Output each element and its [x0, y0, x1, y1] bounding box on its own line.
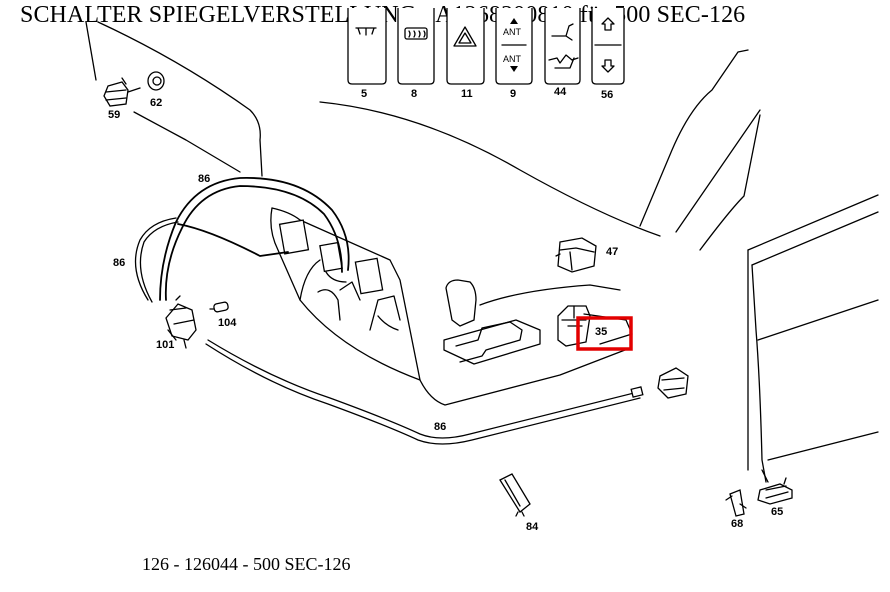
part-label-84: 84 — [526, 521, 539, 533]
part-label-47: 47 — [606, 246, 618, 258]
part-47[interactable] — [555, 237, 597, 273]
part-label-11: 11 — [461, 88, 473, 100]
part-label-62: 62 — [150, 97, 162, 109]
switch-44[interactable] — [544, 8, 581, 85]
switch-56[interactable] — [591, 8, 625, 85]
highlight-box — [576, 316, 633, 351]
part-label-9: 9 — [510, 88, 516, 100]
part-68[interactable] — [725, 489, 747, 517]
part-62-nut[interactable] — [147, 71, 165, 91]
gear-shifter — [443, 279, 541, 365]
part-label-5: 5 — [361, 88, 367, 100]
part-104-bulb[interactable] — [209, 301, 229, 313]
switch-8[interactable] — [397, 8, 435, 85]
part-65[interactable] — [757, 477, 793, 505]
switch-5[interactable] — [347, 8, 387, 85]
part-label-86-bottom: 86 — [434, 421, 446, 433]
part-label-86-top: 86 — [198, 173, 210, 185]
switch-11[interactable] — [446, 8, 485, 85]
part-label-65: 65 — [771, 506, 783, 518]
part-101[interactable] — [165, 295, 197, 349]
switch-9[interactable]: ANT ANT — [495, 8, 533, 85]
part-label-35: 35 — [595, 326, 607, 338]
part-label-104: 104 — [218, 317, 237, 329]
cables — [85, 21, 644, 445]
dashboard-outline — [319, 49, 879, 483]
center-console — [270, 207, 626, 406]
part-84[interactable] — [499, 473, 531, 517]
ant-down-label: ANT — [503, 54, 522, 64]
diagram-footer: 126 - 126044 - 500 SEC-126 — [142, 554, 351, 574]
part-label-68: 68 — [731, 518, 743, 530]
part-label-8: 8 — [411, 88, 417, 100]
part-label-86-left: 86 — [113, 257, 125, 269]
part-59-connector[interactable] — [103, 77, 141, 107]
part-label-44: 44 — [554, 86, 567, 98]
switch-panel: 5 8 11 ANT ANT 9 — [347, 8, 625, 101]
ant-up-label: ANT — [503, 27, 522, 37]
door-connector — [657, 367, 689, 399]
part-label-59: 59 — [108, 109, 120, 121]
part-label-56: 56 — [601, 89, 613, 101]
part-label-101: 101 — [156, 339, 174, 351]
